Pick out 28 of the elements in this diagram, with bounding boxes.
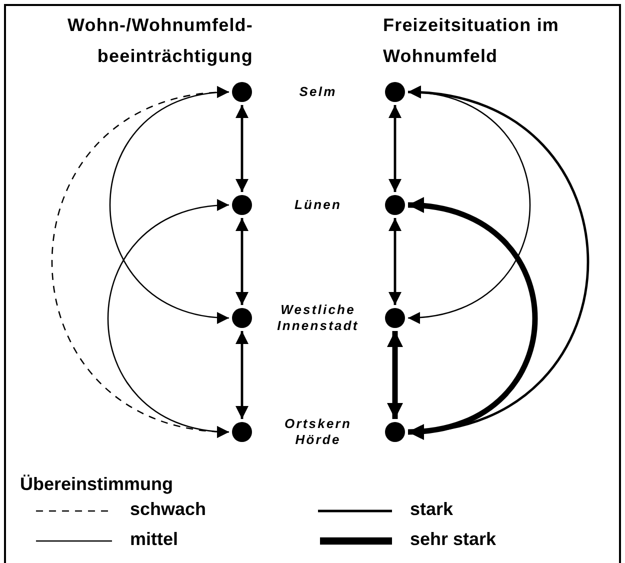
arrow: [387, 331, 403, 419]
arrow: [408, 198, 538, 438]
legend-label: sehr stark: [410, 529, 496, 550]
location-dot: [232, 195, 252, 215]
location-dot: [232, 82, 252, 102]
arrow: [388, 105, 402, 192]
column-heading: Freizeitsituation im Wohnumfeld: [383, 14, 560, 68]
column-heading: Wohn-/Wohnumfeld- beeinträchtigung: [66, 14, 253, 68]
location-dot: [232, 308, 252, 328]
place-name: Westliche Innenstadt: [276, 302, 360, 334]
arrow: [236, 105, 248, 192]
location-dot: [232, 422, 252, 442]
legend-label: stark: [410, 499, 454, 520]
arrow: [108, 200, 230, 437]
legend-label: schwach: [130, 499, 206, 520]
arrow: [110, 88, 230, 322]
arrow: [236, 331, 248, 419]
location-dot: [385, 422, 405, 442]
place-name: Lünen: [294, 197, 342, 213]
location-dot: [385, 82, 405, 102]
arrow: [388, 218, 402, 305]
legend-title: Übereinstimmung: [20, 474, 174, 495]
arrow: [236, 218, 248, 305]
location-dot: [385, 308, 405, 328]
place-name: Selm: [298, 84, 338, 100]
legend-label: mittel: [130, 529, 178, 550]
location-dot: [385, 195, 405, 215]
place-name: Ortskern Hörde: [284, 416, 352, 448]
